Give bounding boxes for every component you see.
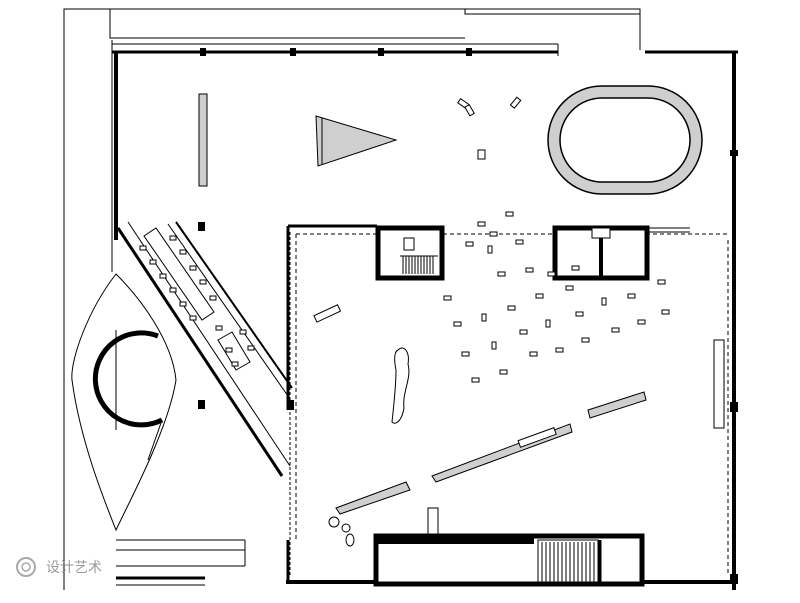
diagonal-display-items	[139, 235, 255, 367]
service-core	[552, 225, 690, 281]
watermark-logo-icon	[16, 557, 36, 577]
wall-panel-north	[198, 93, 208, 187]
watermark-text: 设计艺术	[46, 560, 102, 576]
lens-pavilion	[71, 273, 177, 532]
stair-core-south	[373, 533, 645, 587]
site-outline	[63, 8, 641, 590]
north-wall-mullions	[200, 48, 738, 584]
gallery-exhibits	[313, 304, 725, 547]
oval-platform	[547, 85, 703, 195]
stair-core-north	[375, 225, 445, 281]
exterior-walls	[111, 40, 738, 590]
triangle-sculpture	[315, 115, 398, 167]
gallery-walls	[286, 224, 730, 582]
gallery-seating	[443, 211, 670, 383]
small-objects-north	[457, 96, 522, 160]
watermark: 设计艺术	[14, 556, 102, 578]
